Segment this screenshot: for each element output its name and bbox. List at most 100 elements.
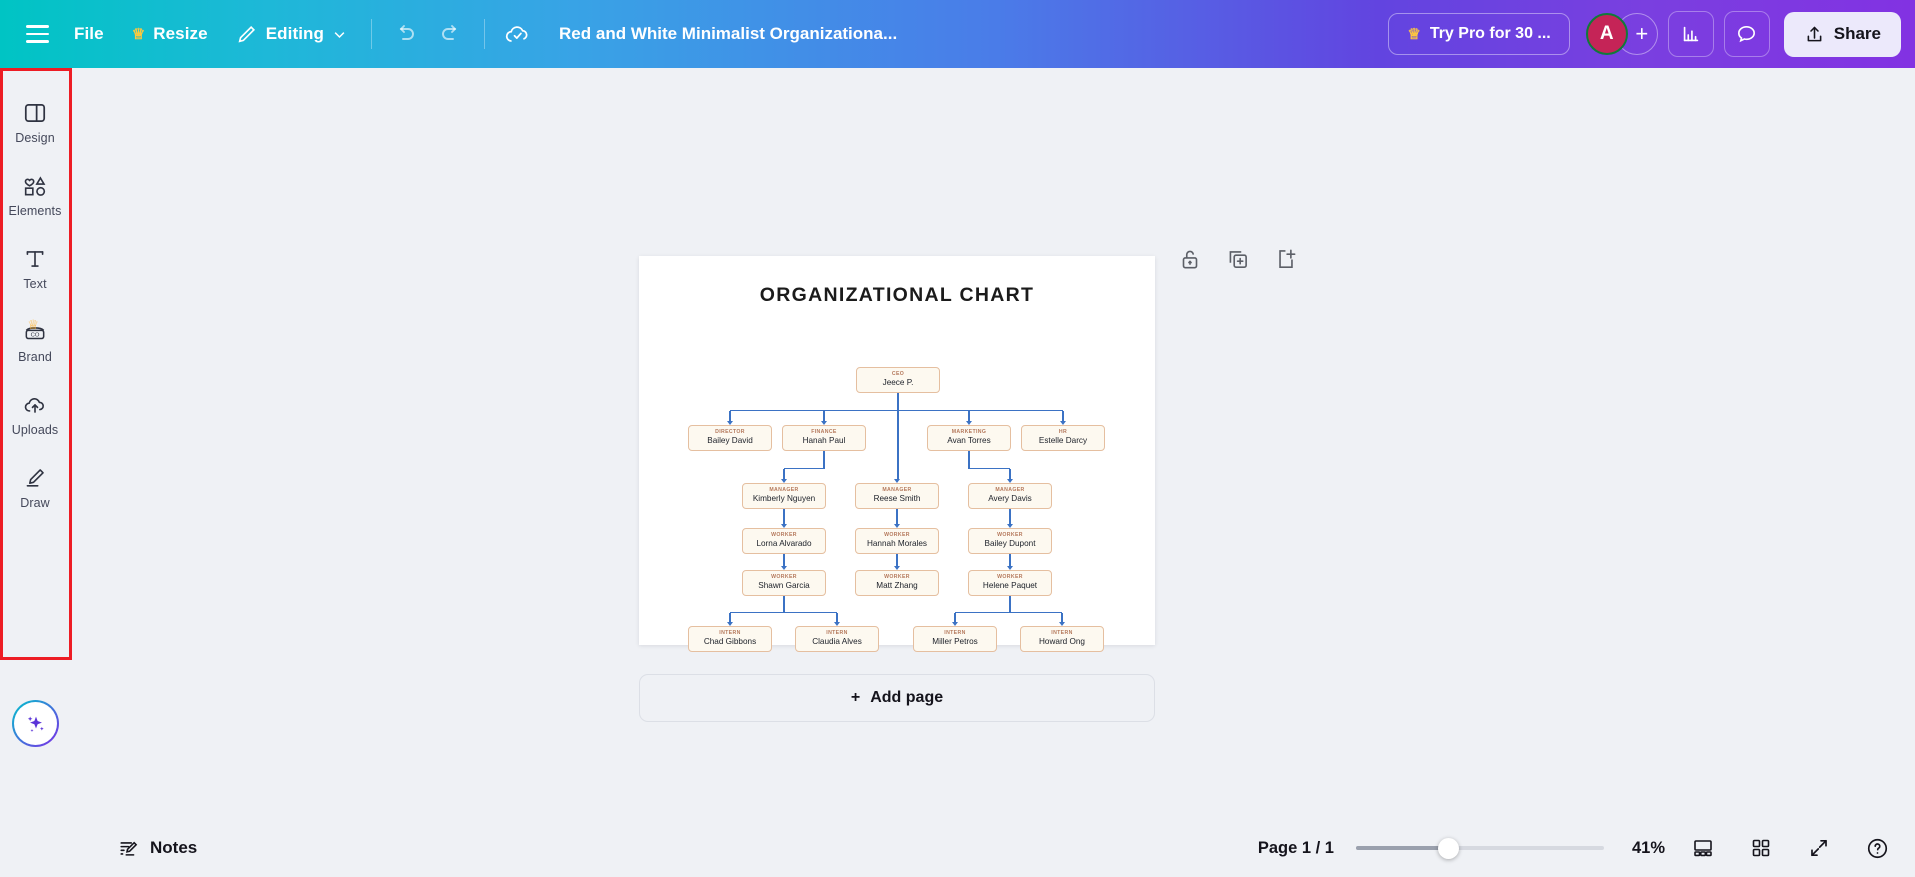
duplicate-page-button[interactable] xyxy=(1225,246,1251,272)
sidebar-item-design[interactable]: Design xyxy=(2,90,68,153)
saved-to-cloud-button[interactable] xyxy=(495,11,541,57)
page-view-icon xyxy=(1694,840,1712,857)
comment-bubble-icon xyxy=(1738,25,1756,42)
pencil-icon xyxy=(238,25,255,43)
edge-line xyxy=(784,611,837,614)
avatar[interactable]: A xyxy=(1585,13,1628,55)
zoom-slider-knob[interactable] xyxy=(1437,838,1459,859)
add-page-plus-icon: + xyxy=(850,689,861,706)
page-view-button[interactable] xyxy=(1683,828,1723,868)
org-node-role: WORKER xyxy=(997,531,1023,538)
zoom-slider-fill xyxy=(1355,846,1446,850)
org-node-name: Claudia Alves xyxy=(812,637,862,647)
org-node-role: INTERN xyxy=(826,629,848,636)
magic-studio-button[interactable] xyxy=(12,700,59,747)
sidebar-label-text: Text xyxy=(23,277,47,291)
resize-button[interactable]: ♕ Resize xyxy=(118,14,222,54)
undo-icon xyxy=(399,25,414,40)
edge-line xyxy=(783,554,785,566)
sidebar-item-brand[interactable]: CO ♕ Brand xyxy=(2,309,68,372)
notes-button[interactable]: Notes xyxy=(106,829,209,867)
edge-arrow xyxy=(1060,421,1066,425)
comments-button[interactable] xyxy=(1723,11,1770,57)
org-node-role: CEO xyxy=(891,370,905,377)
editing-mode-button[interactable]: Editing xyxy=(222,13,361,55)
org-node-name: Howard Ong xyxy=(1039,637,1085,647)
insights-button[interactable] xyxy=(1667,11,1714,57)
try-pro-label: Try Pro for 30 ... xyxy=(1429,25,1551,42)
org-node-role: INTERN xyxy=(719,629,741,636)
design-panel-icon xyxy=(22,100,48,126)
org-node-role: WORKER xyxy=(771,531,797,538)
fullscreen-button[interactable] xyxy=(1799,828,1839,868)
brand-kit-icon: CO ♕ xyxy=(22,317,48,345)
crown-icon-pro: ♕ xyxy=(1407,25,1421,43)
add-page-strip[interactable]: + Add page xyxy=(639,674,1155,722)
add-page-button[interactable] xyxy=(1273,246,1299,272)
grid-view-button[interactable] xyxy=(1741,828,1781,868)
sidebar-item-draw[interactable]: Draw xyxy=(2,455,68,518)
sidebar-label-design: Design xyxy=(15,131,55,145)
edge-line xyxy=(896,554,898,566)
sidebar-item-elements[interactable]: Elements xyxy=(2,163,68,226)
org-node-name: Helene Paquet xyxy=(982,581,1038,591)
edge-line xyxy=(729,410,731,421)
edge-line xyxy=(968,451,970,469)
grid-view-icon xyxy=(1752,839,1770,857)
try-pro-button[interactable]: ♕ Try Pro for 30 ... xyxy=(1388,13,1570,55)
edge-arrow xyxy=(834,622,840,626)
sidebar-item-uploads[interactable]: Uploads xyxy=(2,382,68,445)
help-button[interactable] xyxy=(1857,828,1897,868)
file-menu-button[interactable]: File xyxy=(60,14,118,54)
sidebar-item-text[interactable]: Text xyxy=(2,236,68,299)
cloud-check-icon xyxy=(505,26,528,42)
redo-button[interactable] xyxy=(428,11,474,57)
share-label: Share xyxy=(1833,24,1881,43)
edge-line xyxy=(730,611,784,614)
org-node-name: Hanah Paul xyxy=(802,436,846,446)
edge-line xyxy=(896,509,898,524)
redo-icon xyxy=(442,25,457,40)
org-node-role: MARKETING xyxy=(951,428,987,435)
org-node-name: Hannah Morales xyxy=(866,539,928,549)
share-button[interactable]: Share xyxy=(1783,11,1901,57)
page-indicator: Page 1 / 1 xyxy=(1257,838,1334,857)
notes-icon xyxy=(120,841,138,856)
document-title[interactable]: Red and White Minimalist Organizationa..… xyxy=(559,24,898,43)
chart-title: ORGANIZATIONAL CHART xyxy=(759,284,1035,306)
sidebar-label-brand: Brand xyxy=(18,350,52,364)
zoom-slider[interactable] xyxy=(1355,838,1604,859)
org-node-name: Kimberly Nguyen xyxy=(752,494,816,504)
undo-button[interactable] xyxy=(382,11,428,57)
lock-page-button[interactable] xyxy=(1177,246,1203,272)
main-menu-button[interactable] xyxy=(14,11,60,57)
org-node-role: INTERN xyxy=(944,629,966,636)
edge-line xyxy=(784,467,824,470)
edge-line xyxy=(968,410,970,421)
expand-icon xyxy=(1811,839,1827,857)
upload-share-icon xyxy=(1807,26,1822,41)
org-node-role: INTERN xyxy=(1051,629,1073,636)
edge-arrow xyxy=(952,622,958,626)
upload-cloud-icon xyxy=(22,392,48,418)
edge-line xyxy=(954,612,956,622)
